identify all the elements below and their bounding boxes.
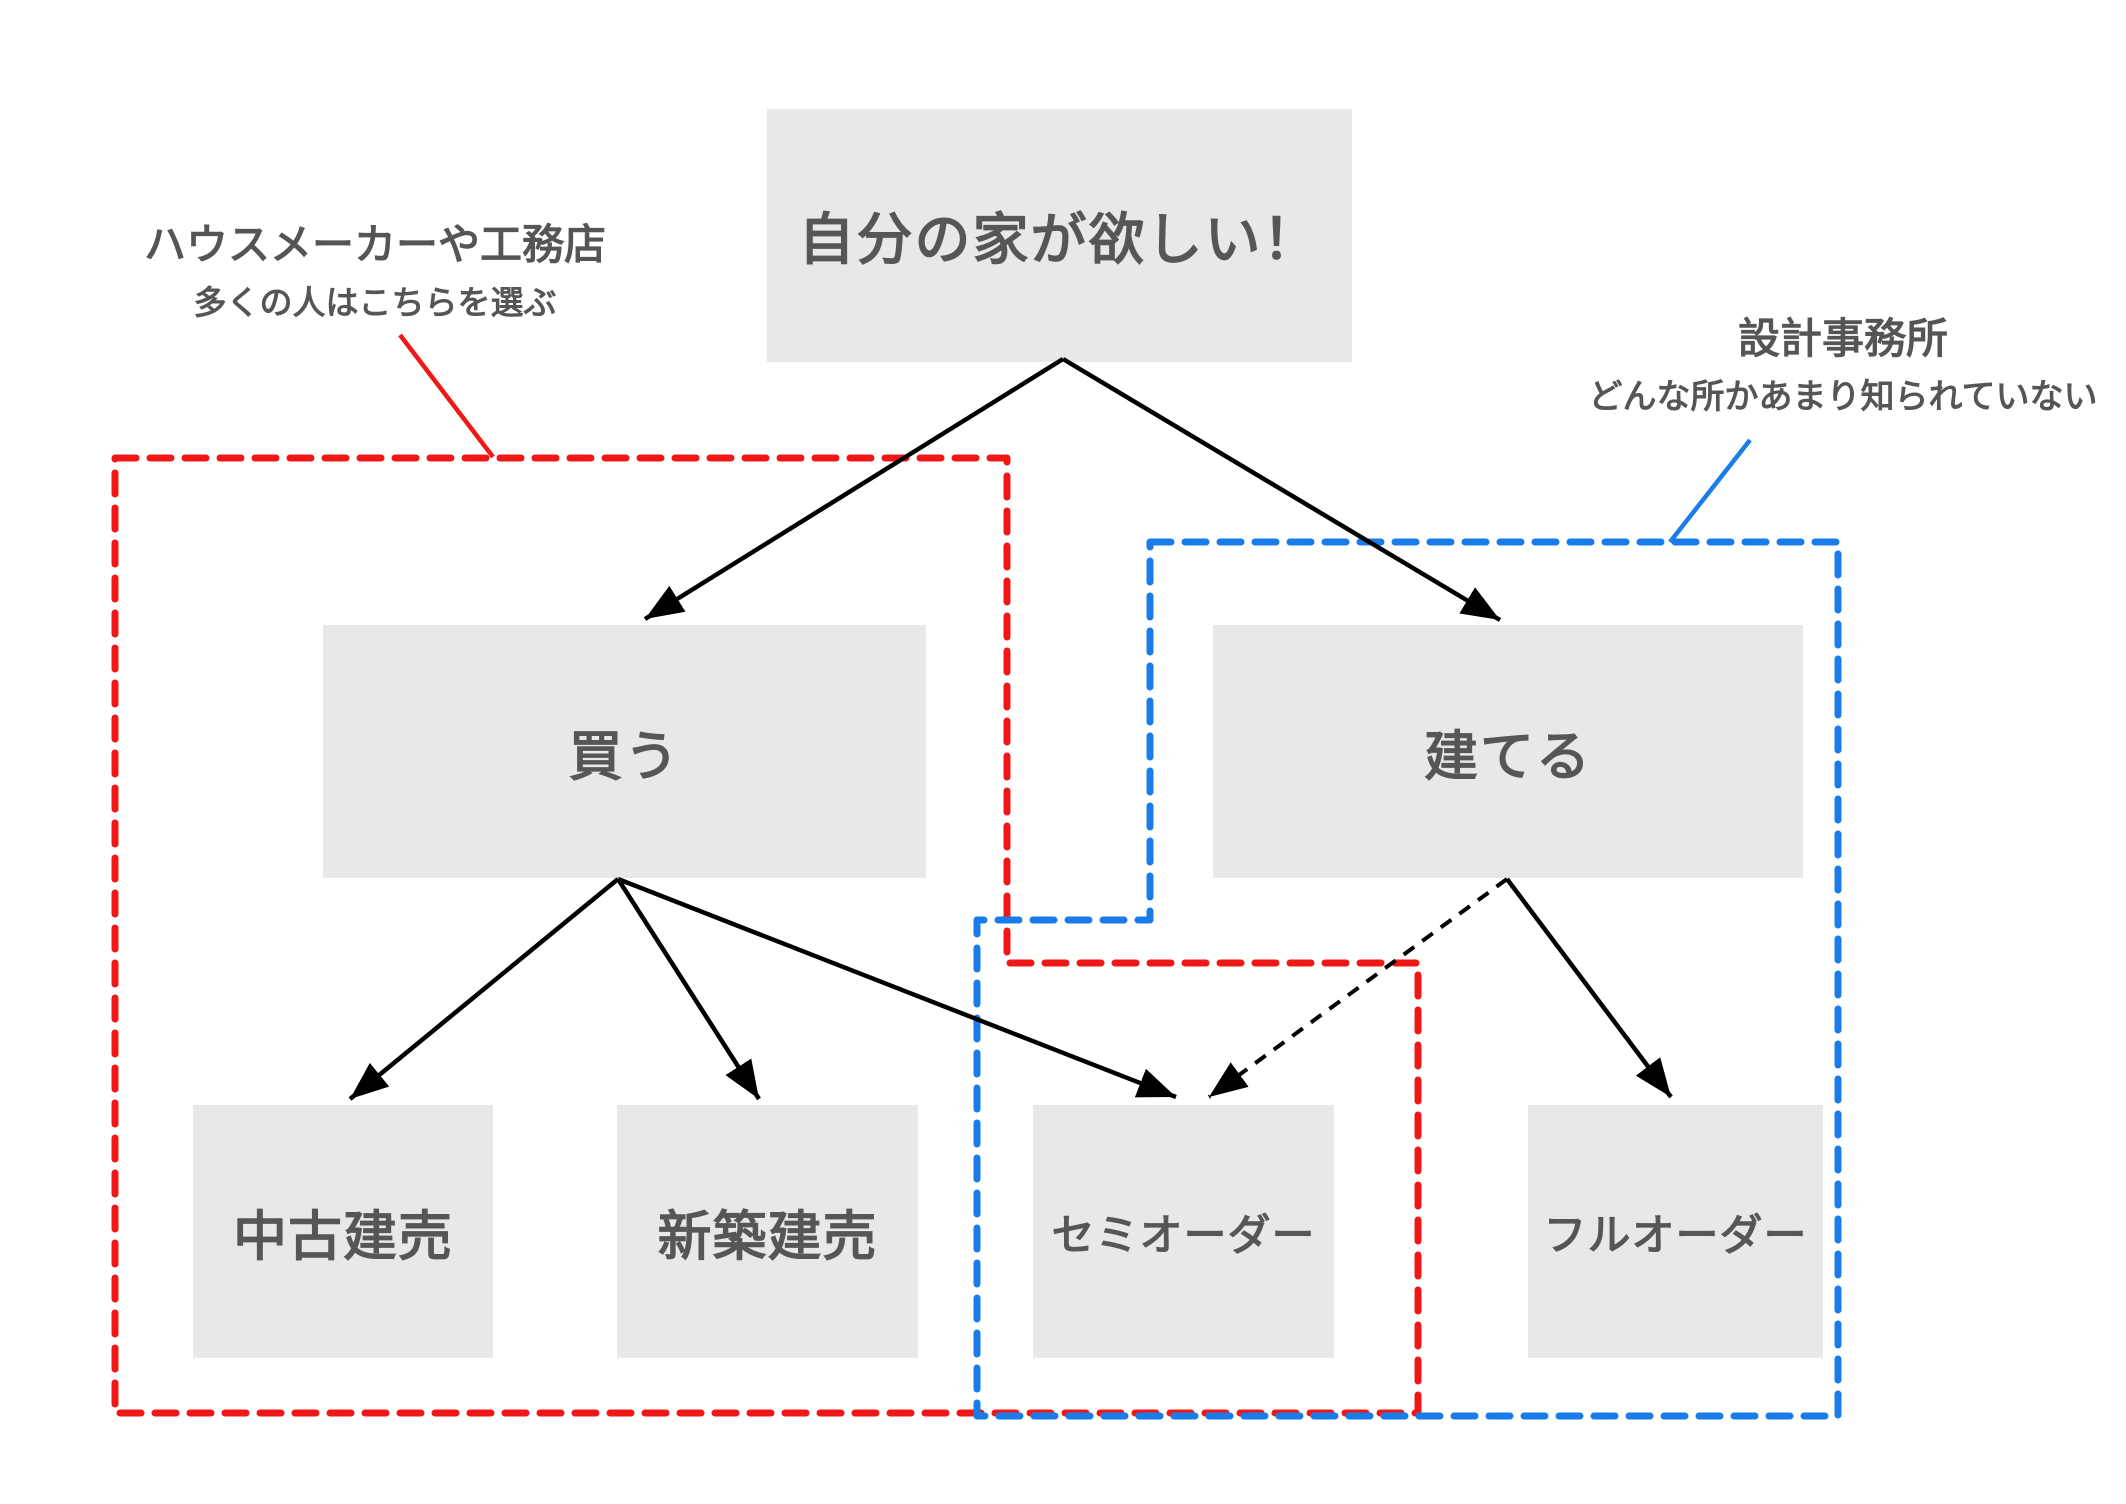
arrow-root-to-buy xyxy=(643,357,1065,621)
annotation-housemaker-title: ハウスメーカーや工務店 xyxy=(143,221,606,268)
annotation-design-office-subtitle: どんな所かあまり知られていない xyxy=(1588,378,2098,416)
red-callout-line xyxy=(398,333,495,459)
annotation-housemaker-subtitle: 多くの人はこちらを選ぶ xyxy=(193,284,557,321)
node-root-want-house: 自分の家が欲しい！ xyxy=(767,109,1352,362)
arrow-buy-to-semi xyxy=(617,876,1177,1100)
node-semi-order: セミオーダー xyxy=(1033,1105,1334,1358)
annotation-housemaker: ハウスメーカーや工務店 多くの人はこちらを選ぶ xyxy=(90,221,660,321)
arrow-build-to-full xyxy=(1505,877,1673,1099)
red-group-outline xyxy=(111,454,1422,1417)
arrow-build-to-semi-dashed xyxy=(1207,877,1509,1099)
annotation-design-office-title: 設計事務所 xyxy=(1737,315,1948,362)
arrow-buy-to-used xyxy=(348,877,620,1101)
blue-group-outline xyxy=(973,538,1842,1420)
arrow-buy-to-new xyxy=(616,877,761,1101)
node-build: 建てる xyxy=(1213,625,1803,878)
annotation-design-office: 設計事務所 どんな所かあまり知られていない xyxy=(1560,315,2126,416)
blue-callout-line xyxy=(1668,438,1752,544)
node-new-prebuilt: 新築建売 xyxy=(617,1105,918,1358)
node-buy: 買う xyxy=(323,625,926,878)
node-full-order: フルオーダー xyxy=(1528,1105,1823,1358)
arrow-root-to-build xyxy=(1061,357,1502,622)
node-used-prebuilt: 中古建売 xyxy=(193,1105,493,1358)
